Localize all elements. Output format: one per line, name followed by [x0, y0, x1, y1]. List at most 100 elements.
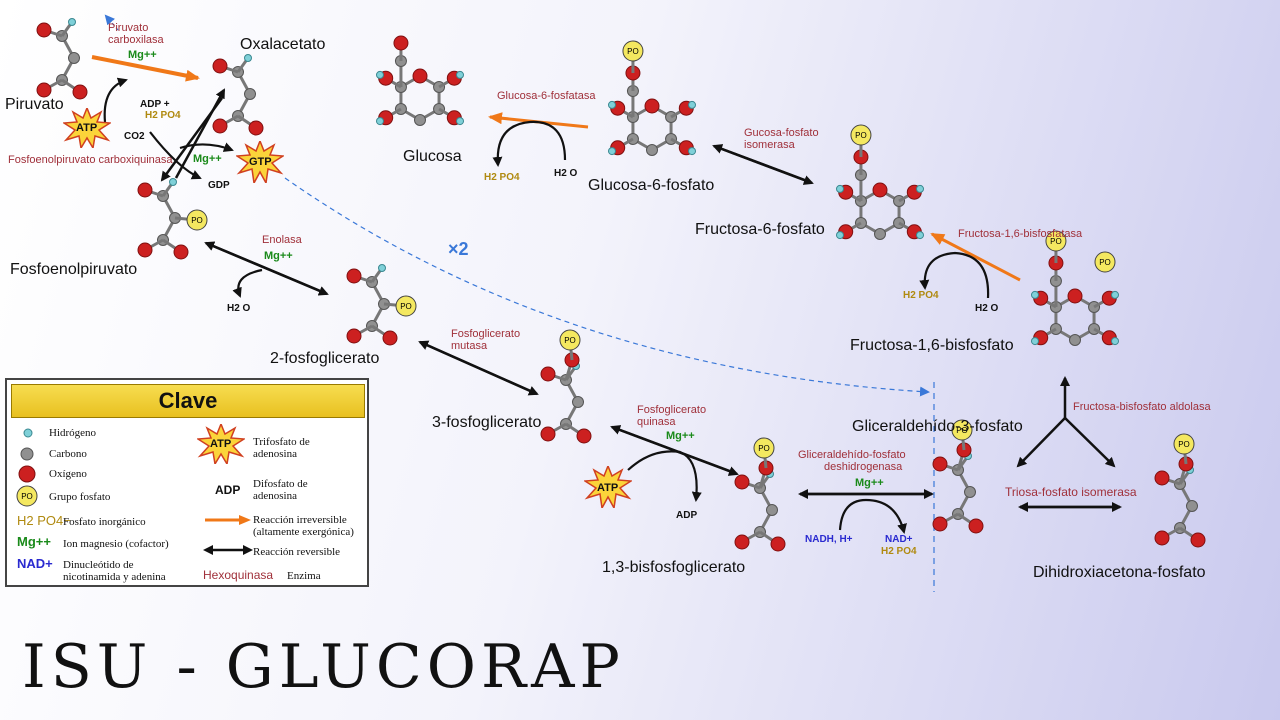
oxygen-atom [1190, 532, 1206, 548]
key-grupo-fosfato: Grupo fosfato [49, 491, 111, 503]
oxygen-atom [137, 182, 153, 198]
key-dinucleotido-1: Dinucleótido de [63, 559, 134, 571]
oxygen-atom [734, 474, 750, 490]
cof-h2o-glucosa: H2 O [554, 168, 578, 179]
key-adp-symbol: ADP [215, 483, 241, 497]
oxygen-atom [137, 242, 153, 258]
oxygen-atom [770, 536, 786, 552]
enzyme-g3p-deshidrogenasa-1: Gliceraldehído-fosfato [798, 449, 906, 461]
curve-gtp-gdp [179, 142, 234, 152]
oxygen-atom [932, 516, 948, 532]
oxygen-atom [734, 534, 750, 550]
oxygen-atom [382, 330, 398, 346]
arrow-enolasa-rev2 [205, 241, 329, 296]
oxygen-atom [173, 244, 189, 260]
arrow-piruvato-carboxilasa [91, 55, 200, 82]
cof-h2po4-piruvato: H2 PO4 [145, 110, 181, 121]
key-fosfato-inorganico: Fosfato inorgánico [63, 516, 146, 528]
cof-h2po4-glucosa: H2 PO4 [484, 172, 520, 183]
oxygen-atom [540, 366, 556, 382]
key-irreversible-1: Reacción irreversible [253, 514, 347, 526]
carbon-atom [1186, 500, 1198, 512]
phosphate-atom [1045, 230, 1067, 252]
enzyme-isomerasa-1: Gucosa-fosfato [744, 127, 819, 139]
hydrogen-atom [835, 184, 844, 193]
hydrogen-atom [375, 70, 384, 79]
cof-nad: NAD+ [885, 534, 913, 545]
key-oxigeno: Oxígeno [49, 468, 87, 480]
hydrogen-atom [916, 231, 925, 240]
cof-h2po4-fructosa: H2 PO4 [903, 290, 939, 301]
carbon-atom [244, 88, 256, 100]
enzyme-triosa-isomerasa: Triosa-fosfato isomerasa [1005, 485, 1137, 499]
oxygen-atom [36, 82, 52, 98]
arrow-aldolasa-right [1064, 417, 1116, 468]
oxygen-atom [212, 58, 228, 74]
oxygen-atom [1067, 288, 1083, 304]
hydrogen-atom [68, 18, 76, 26]
label-glucosa: Glucosa [403, 148, 462, 165]
label-dihidroxiacetona-fosfato: Dihidroxiacetona-fosfato [1033, 564, 1206, 581]
cof-nadh: NADH, H+ [805, 534, 853, 545]
carbon-atom [68, 52, 80, 64]
phosphate-symbol: PO [191, 216, 203, 225]
phosphate-symbol: PO [1178, 440, 1190, 449]
oxygen-atom [872, 182, 888, 198]
key-mg-symbol: Mg++ [17, 534, 51, 549]
phosphate-atom [753, 437, 775, 459]
curve-nadh [838, 498, 907, 534]
carbon-atom [572, 396, 584, 408]
enzyme-piruvato-carboxilasa-1: Piruvato [108, 22, 149, 34]
enzyme-isomerasa-2: isomerasa [744, 139, 795, 151]
hydrogen-atom [835, 231, 844, 240]
key-carbono: Carbono [49, 448, 87, 460]
label-piruvato: Piruvato [5, 96, 64, 113]
key-atp-symbol: ATP [210, 438, 232, 450]
label-fructosa-6-fosfato: Fructosa-6-fosfato [695, 221, 825, 238]
oxygen-icon [18, 465, 36, 483]
hydrogen-atom [1030, 290, 1039, 299]
mg-deshidrogenasa: Mg++ [855, 477, 884, 489]
phosphate-symbol: PO [1050, 237, 1062, 246]
arrow-pep-oxalacetato [174, 88, 226, 179]
hydrogen-atom [688, 100, 697, 109]
enzyme-fosfoglicerato-quinasa-2: quinasa [637, 416, 676, 428]
key-difosfato-1: Difosfato de [253, 478, 308, 490]
oxygen-atom [72, 84, 88, 100]
hydrogen-atom [456, 70, 465, 79]
key-h2po4-symbol: H2 PO4− [17, 513, 71, 528]
curve-enolasa-h2o [232, 268, 263, 298]
phosphate-atom [186, 209, 208, 231]
oxygen-atom [576, 428, 592, 444]
gtp-label: GTP [249, 156, 272, 168]
enzyme-fructosa-aldolasa: Fructosa-bisfosfato aldolasa [1073, 401, 1211, 413]
curve-atp-adp [103, 77, 128, 123]
hydrogen-atom [1111, 290, 1120, 299]
carbon-atom [964, 486, 976, 498]
oxygen-atom [212, 118, 228, 134]
hydrogen-atom [916, 184, 925, 193]
arrow-aldolasa-left [1016, 417, 1066, 468]
hydrogen-atom [456, 117, 465, 126]
key-difosfato-2: adenosina [253, 490, 297, 502]
gtp-starburst [236, 141, 284, 183]
oxygen-atom [346, 268, 362, 284]
phosphate-atom [622, 40, 644, 62]
enzyme-fosfoglicerato-mutasa-2: mutasa [451, 340, 488, 352]
key-dinucleotido-2: nicotinamida y adenina [63, 571, 166, 583]
hydrogen-atom [1030, 337, 1039, 346]
enzyme-g3p-deshidrogenasa-2: deshidrogenasa [824, 461, 903, 473]
cof-h2o-fructosa: H2 O [975, 303, 999, 314]
cof-adp-plus: ADP + [140, 99, 170, 110]
hydrogen-atom [375, 117, 384, 126]
carbon-icon [20, 447, 34, 461]
oxygen-atom [932, 456, 948, 472]
carbon-atom [874, 228, 886, 240]
dashed-x2-curve [284, 177, 930, 397]
hydrogen-atom [607, 100, 616, 109]
phosphate-symbol: PO [627, 47, 639, 56]
phosphate-symbol: PO [1099, 258, 1111, 267]
phosphate-atom [850, 124, 872, 146]
oxygen-atom [393, 35, 409, 51]
label-gliceraldehido-3-fosfato: Gliceraldehído-3-fosfato [852, 418, 1023, 435]
